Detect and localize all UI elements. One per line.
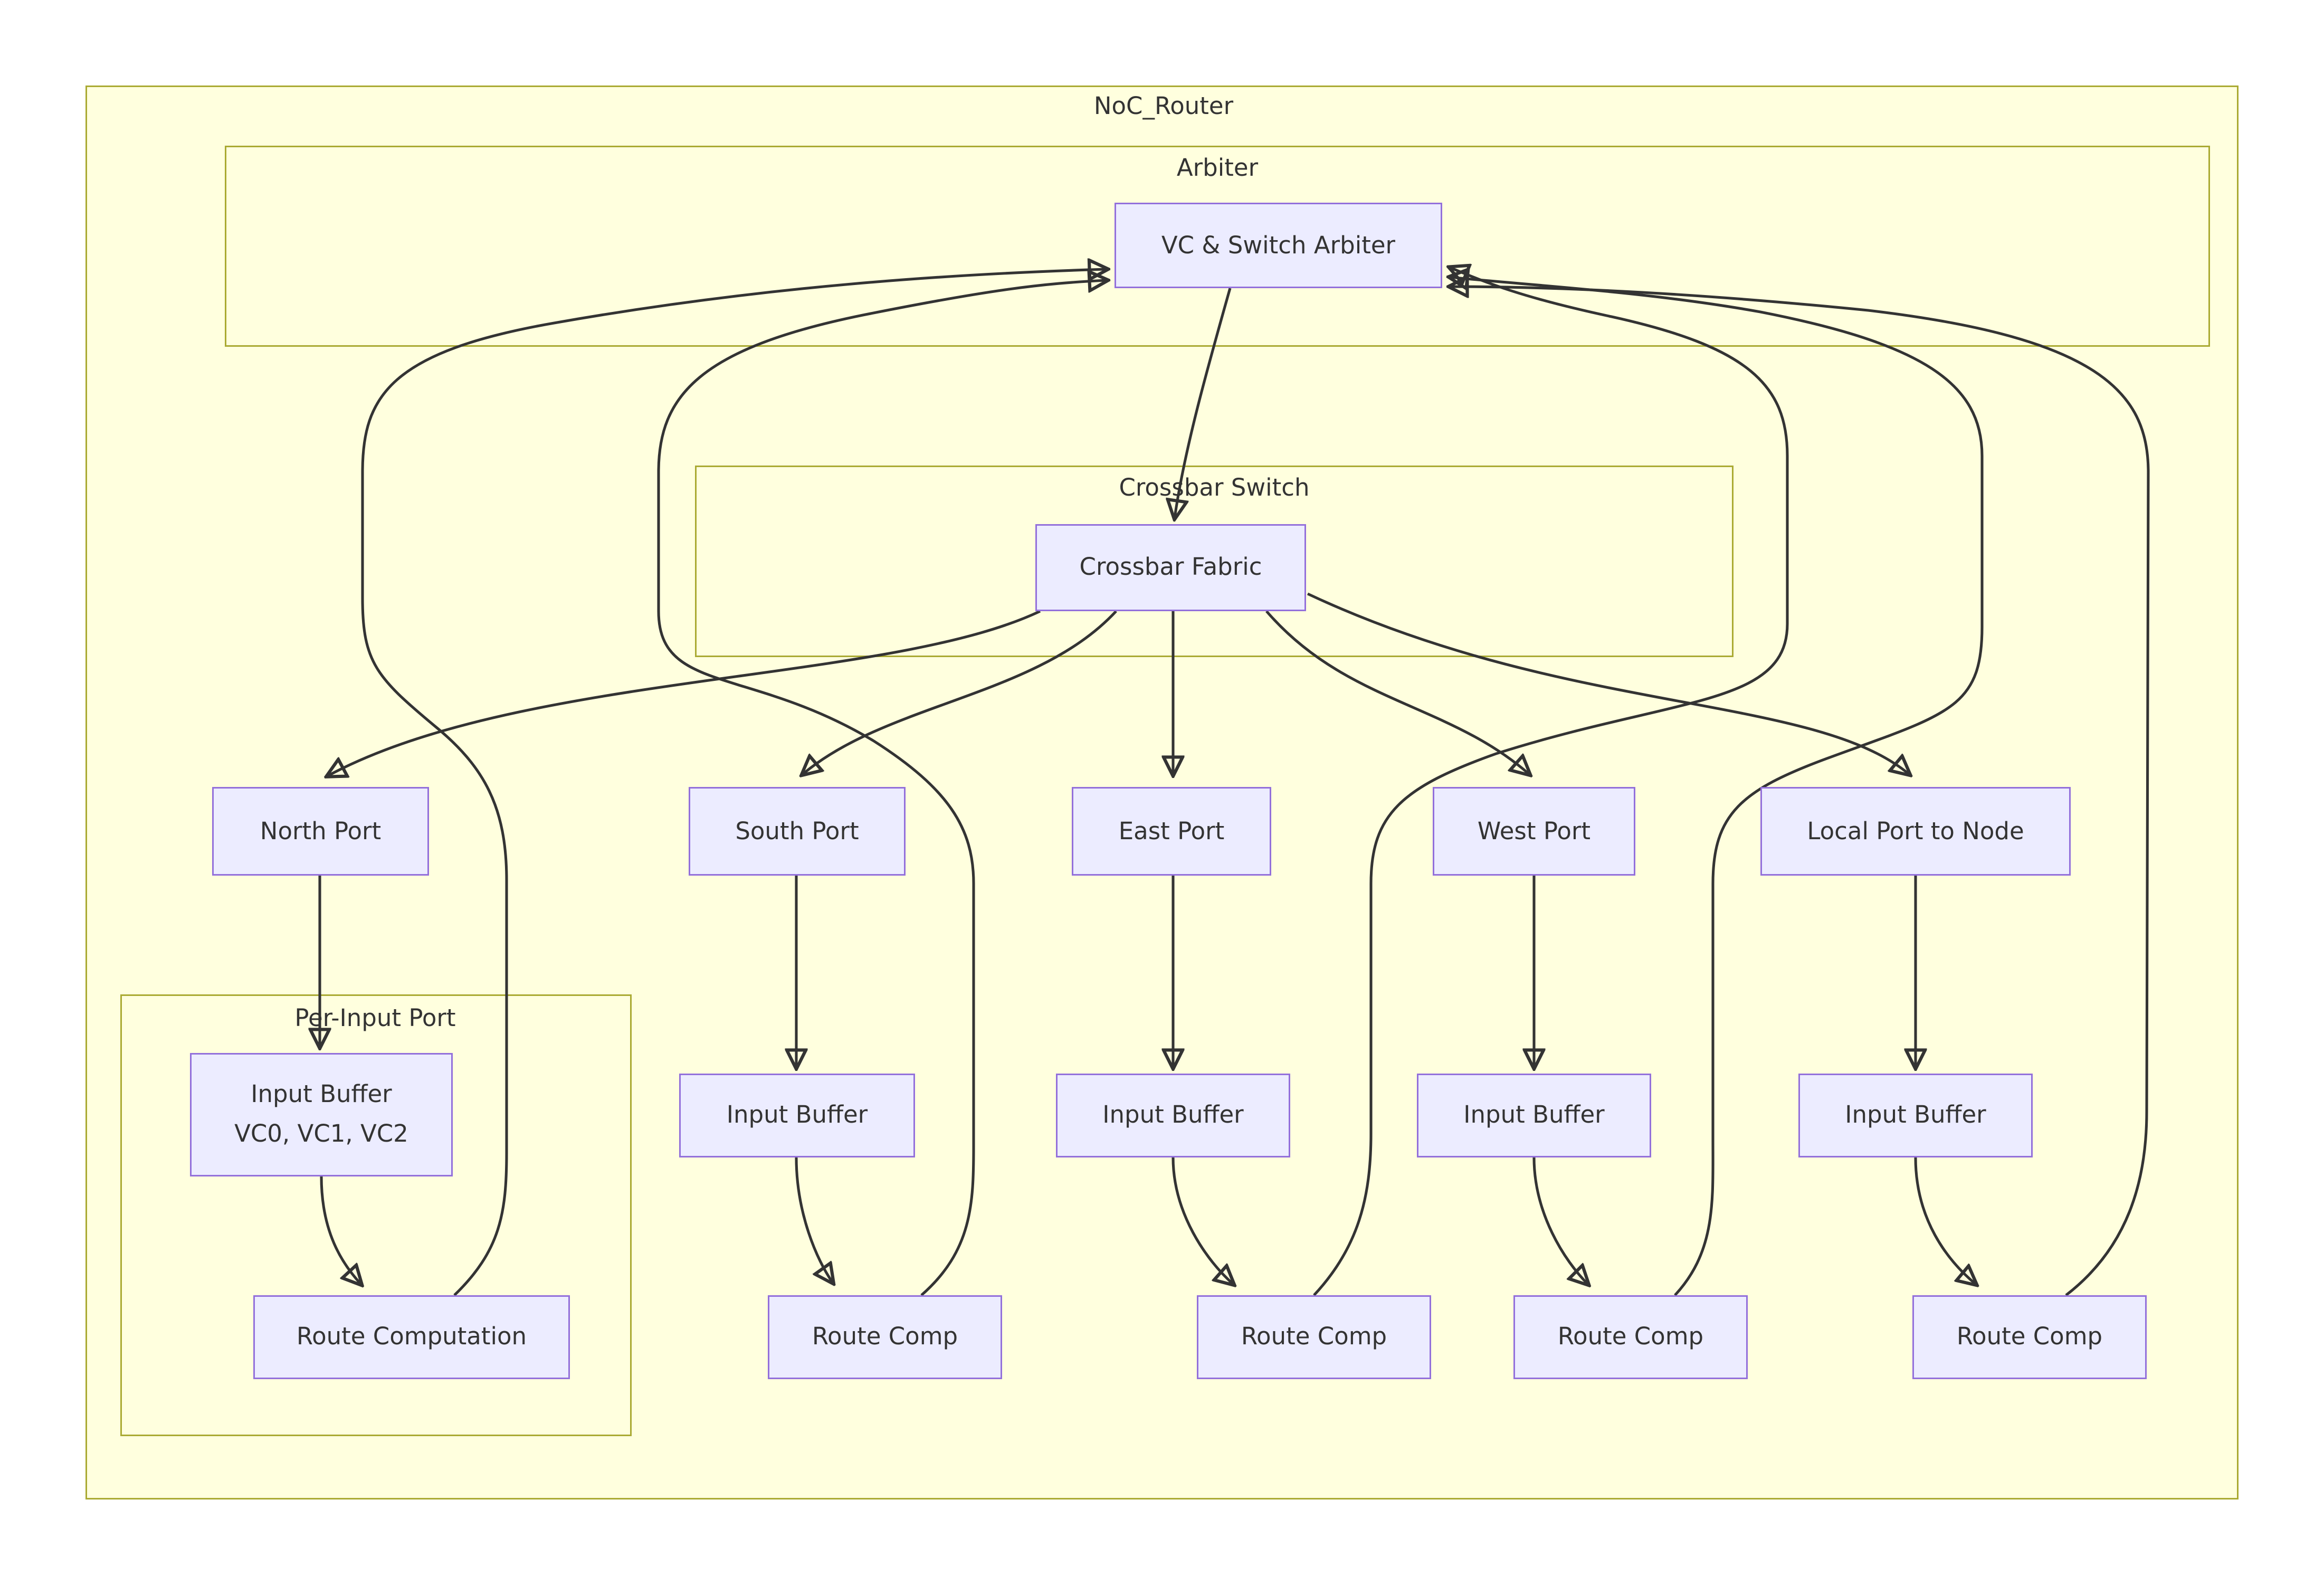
edge-route-comp-west-to-arbiter bbox=[1450, 277, 1984, 1296]
node-input-buffer-west: Input Buffer bbox=[1417, 1074, 1651, 1157]
node-route-computation-north-label: Route Computation bbox=[296, 1322, 527, 1351]
edge-input-buffer-to-route-comp-south bbox=[795, 1157, 833, 1283]
node-input-buffer-local: Input Buffer bbox=[1798, 1074, 2033, 1157]
cluster-label-crossbar-switch: Crossbar Switch bbox=[1119, 473, 1310, 502]
edge-fabric-to-local-port bbox=[1307, 592, 1909, 774]
edge-route-comp-local-to-arbiter bbox=[1450, 287, 2150, 1297]
node-route-comp-east-label: Route Comp bbox=[1241, 1322, 1387, 1351]
edge-input-buffer-to-route-comp-east bbox=[1171, 1157, 1233, 1284]
edge-input-buffer-to-route-comp-west bbox=[1532, 1157, 1588, 1284]
node-input-buffer-north: Input Buffer VC0, VC1, VC2 bbox=[190, 1053, 453, 1176]
node-north-port-label: North Port bbox=[260, 816, 382, 845]
node-input-buffer-north-line1: Input Buffer bbox=[251, 1080, 392, 1109]
node-input-buffer-south-label: Input Buffer bbox=[726, 1100, 868, 1130]
node-vc-switch-arbiter: VC & Switch Arbiter bbox=[1115, 203, 1442, 288]
node-south-port-label: South Port bbox=[735, 816, 859, 845]
node-input-buffer-north-line2: VC0, VC1, VC2 bbox=[234, 1119, 408, 1148]
cluster-label-per-input-port: Per-Input Port bbox=[294, 1004, 456, 1032]
node-local-port-to-node-label: Local Port to Node bbox=[1807, 816, 2024, 845]
edge-fabric-to-north-port bbox=[328, 610, 1041, 776]
node-crossbar-fabric: Crossbar Fabric bbox=[1035, 524, 1306, 611]
node-route-comp-south: Route Comp bbox=[768, 1295, 1002, 1379]
node-west-port: West Port bbox=[1433, 787, 1635, 876]
edge-route-comp-south-to-arbiter bbox=[657, 280, 1107, 1296]
edge-route-comp-east-to-arbiter bbox=[1313, 268, 1789, 1296]
cluster-label-arbiter: Arbiter bbox=[1176, 154, 1259, 182]
node-input-buffer-east: Input Buffer bbox=[1056, 1074, 1290, 1157]
edge-fabric-to-west-port bbox=[1265, 610, 1529, 774]
edge-fabric-to-south-port bbox=[803, 610, 1117, 774]
edge-route-comp-north-to-arbiter bbox=[361, 269, 1107, 1296]
node-crossbar-fabric-label: Crossbar Fabric bbox=[1079, 553, 1262, 582]
node-route-comp-local: Route Comp bbox=[1912, 1295, 2147, 1379]
node-east-port: East Port bbox=[1072, 787, 1271, 876]
node-input-buffer-local-label: Input Buffer bbox=[1845, 1100, 1986, 1130]
edge-arbiter-to-fabric bbox=[1175, 288, 1232, 518]
node-route-comp-south-label: Route Comp bbox=[812, 1322, 958, 1351]
node-local-port-to-node: Local Port to Node bbox=[1760, 787, 2071, 876]
node-west-port-label: West Port bbox=[1477, 816, 1591, 845]
cluster-label-noc-router: NoC_Router bbox=[1093, 92, 1234, 120]
node-route-comp-local-label: Route Comp bbox=[1956, 1322, 2103, 1351]
node-vc-switch-arbiter-label: VC & Switch Arbiter bbox=[1161, 230, 1396, 259]
node-north-port: North Port bbox=[212, 787, 429, 876]
node-route-comp-east: Route Comp bbox=[1197, 1295, 1431, 1379]
edge-input-buffer-to-route-comp-north bbox=[320, 1176, 361, 1284]
edge-input-buffer-to-route-comp-local bbox=[1914, 1157, 1976, 1284]
node-route-comp-west: Route Comp bbox=[1513, 1295, 1748, 1379]
node-route-comp-west-label: Route Comp bbox=[1557, 1322, 1704, 1351]
node-east-port-label: East Port bbox=[1118, 816, 1225, 845]
node-route-computation-north: Route Computation bbox=[253, 1295, 570, 1379]
node-input-buffer-east-label: Input Buffer bbox=[1102, 1100, 1244, 1130]
node-input-buffer-south: Input Buffer bbox=[679, 1074, 915, 1157]
node-south-port: South Port bbox=[689, 787, 906, 876]
node-input-buffer-west-label: Input Buffer bbox=[1463, 1100, 1605, 1130]
